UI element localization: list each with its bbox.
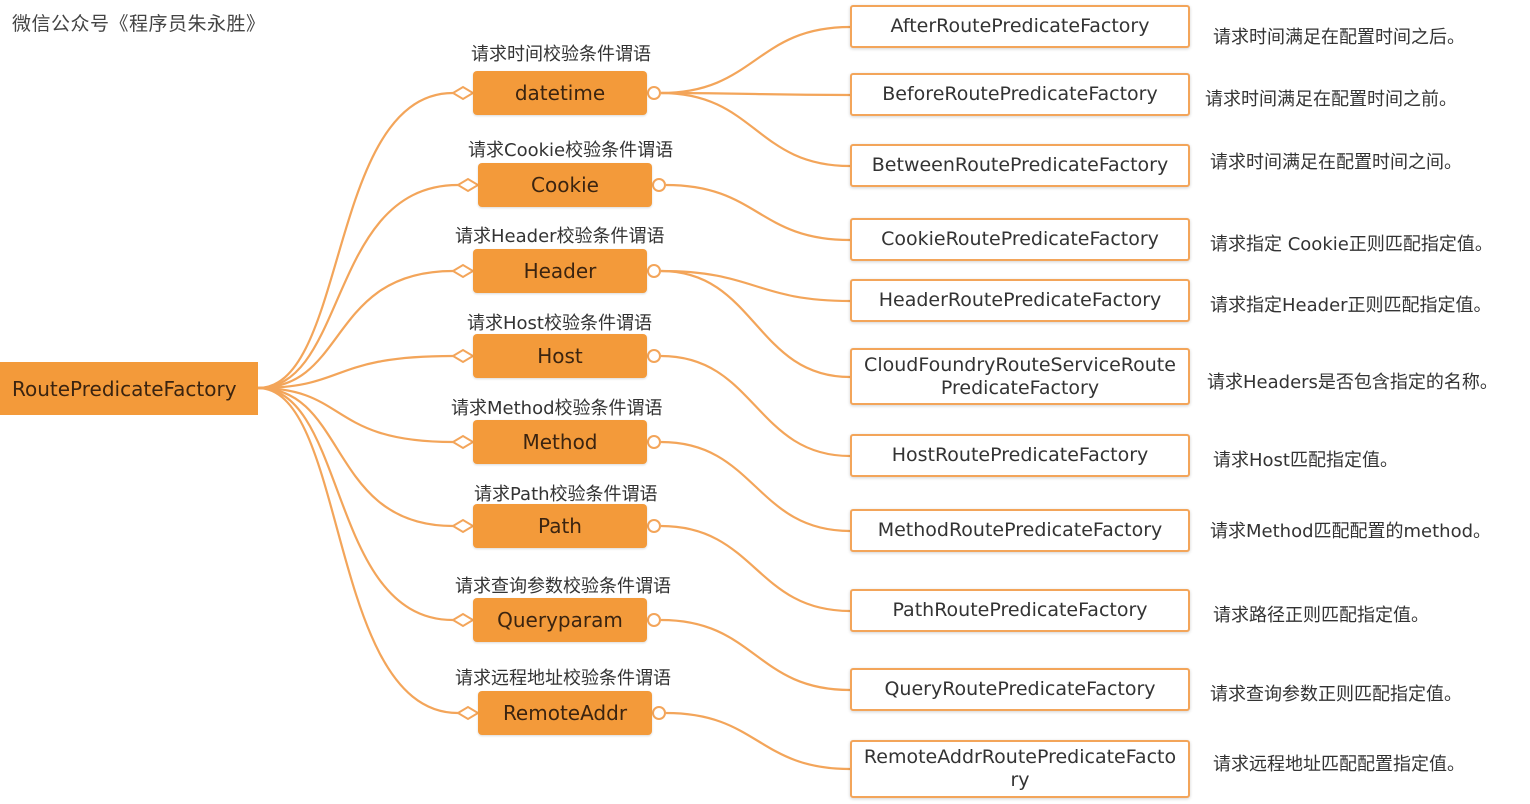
branch-caption-remoteaddr: 请求远程地址校验条件谓语 <box>455 668 671 689</box>
factory-method: MethodRoutePredicateFactory <box>850 509 1190 552</box>
root-branch-connector <box>257 386 454 622</box>
branch-header: Header <box>473 249 647 293</box>
root-branch-connector <box>257 91 454 390</box>
circle-marker <box>647 349 661 363</box>
desc-header: 请求指定Header正则匹配指定值。 <box>1210 295 1492 316</box>
factory-cloudfoundry: CloudFoundryRouteServiceRoutePredicateFa… <box>850 348 1190 405</box>
diamond-marker <box>456 705 480 721</box>
desc-query: 请求查询参数正则匹配指定值。 <box>1210 684 1462 705</box>
branch-caption-queryparam: 请求查询参数校验条件谓语 <box>455 576 671 597</box>
factory-between: BetweenRoutePredicateFactory <box>850 144 1190 187</box>
factory-before: BeforeRoutePredicateFactory <box>850 73 1190 116</box>
branch-method: Method <box>473 420 647 464</box>
factory-cookie: CookieRoutePredicateFactory <box>850 218 1190 261</box>
branch-queryparam: Queryparam <box>473 598 647 642</box>
branch-host: Host <box>473 334 647 378</box>
desc-path: 请求路径正则匹配指定值。 <box>1213 605 1429 626</box>
branch-factory-connector <box>660 91 851 168</box>
branch-factory-connector <box>660 618 851 692</box>
branch-factory-connector <box>665 183 851 242</box>
diamond-marker <box>451 434 475 450</box>
root-node: RoutePredicateFactory <box>0 362 258 415</box>
root-branch-connector <box>257 183 459 390</box>
branch-caption-path: 请求Path校验条件谓语 <box>474 484 658 505</box>
root-branch-connector <box>257 386 454 444</box>
branch-caption-cookie: 请求Cookie校验条件谓语 <box>468 140 674 161</box>
desc-cookie: 请求指定 Cookie正则匹配指定值。 <box>1210 234 1493 255</box>
branch-factory-connector <box>660 354 851 458</box>
branch-caption-header: 请求Header校验条件谓语 <box>455 226 665 247</box>
desc-between: 请求时间满足在配置时间之间。 <box>1210 152 1462 173</box>
diamond-marker <box>456 177 480 193</box>
circle-marker <box>647 519 661 533</box>
circle-marker <box>647 86 661 100</box>
branch-factory-connector <box>660 25 851 95</box>
diamond-marker <box>451 263 475 279</box>
desc-before: 请求时间满足在配置时间之前。 <box>1205 89 1457 110</box>
diamond-marker <box>451 518 475 534</box>
branch-factory-connector <box>660 269 851 379</box>
factory-remoteaddr: RemoteAddrRoutePredicateFactory <box>850 740 1190 798</box>
diamond-marker <box>451 85 475 101</box>
branch-datetime: datetime <box>473 71 647 115</box>
circle-marker <box>652 178 666 192</box>
branch-cookie: Cookie <box>478 163 652 207</box>
branch-caption-datetime: 请求时间校验条件谓语 <box>471 44 651 65</box>
branch-factory-connector <box>660 269 851 303</box>
circle-marker <box>647 264 661 278</box>
factory-header: HeaderRoutePredicateFactory <box>850 279 1190 322</box>
branch-caption-host: 请求Host校验条件谓语 <box>467 313 652 334</box>
root-branch-connector <box>257 354 454 390</box>
diamond-marker <box>451 348 475 364</box>
desc-method: 请求Method匹配配置的method。 <box>1210 521 1492 542</box>
diamond-marker <box>451 612 475 628</box>
circle-marker <box>647 613 661 627</box>
watermark: 微信公众号《程序员朱永胜》 <box>12 13 266 35</box>
branch-path: Path <box>473 504 647 548</box>
branch-remoteaddr: RemoteAddr <box>478 691 652 735</box>
root-branch-connector <box>257 386 454 528</box>
factory-path: PathRoutePredicateFactory <box>850 589 1190 632</box>
circle-marker <box>647 435 661 449</box>
desc-cloudfoundry: 请求Headers是否包含指定的名称。 <box>1207 372 1498 393</box>
root-branch-connector <box>257 386 459 715</box>
root-branch-connector <box>257 269 454 390</box>
circle-marker <box>652 706 666 720</box>
desc-after: 请求时间满足在配置时间之后。 <box>1213 27 1465 48</box>
factory-query: QueryRoutePredicateFactory <box>850 668 1190 711</box>
factory-after: AfterRoutePredicateFactory <box>850 5 1190 48</box>
branch-factory-connector <box>660 91 851 97</box>
branch-caption-method: 请求Method校验条件谓语 <box>451 398 663 419</box>
desc-remoteaddr: 请求远程地址匹配配置指定值。 <box>1213 754 1465 775</box>
desc-host: 请求Host匹配指定值。 <box>1213 450 1398 471</box>
branch-factory-connector <box>660 524 851 613</box>
branch-factory-connector <box>660 440 851 533</box>
factory-host: HostRoutePredicateFactory <box>850 434 1190 477</box>
branch-factory-connector <box>665 711 851 771</box>
